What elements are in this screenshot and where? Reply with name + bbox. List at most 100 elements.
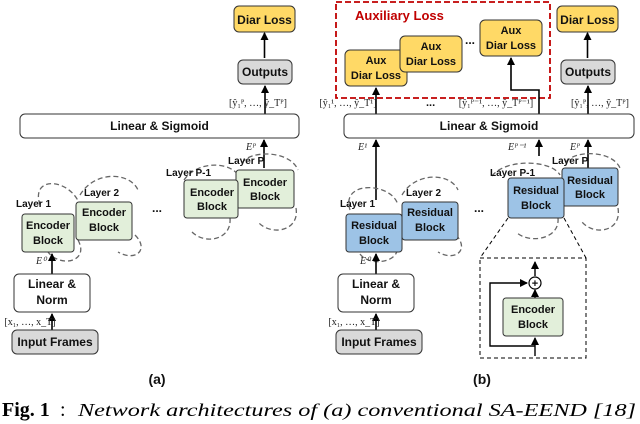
linear-sigmoid-box-b bbox=[343, 113, 635, 139]
panel-a: Diar Loss Outputs [ŷ₁ᴾ, …, ŷ_Tᴾ] Linear … bbox=[4, 5, 300, 387]
residual-block-2-line2: Block bbox=[415, 222, 446, 234]
residual-block-1 bbox=[345, 213, 403, 253]
loop-layer-1 bbox=[37, 183, 82, 262]
aux-3-line1: Aux bbox=[501, 25, 523, 37]
diar-loss-label-b: Diar Loss bbox=[560, 13, 615, 27]
residual-block-p-line1: Residual bbox=[567, 175, 613, 187]
residual-block-p1 bbox=[507, 177, 565, 219]
aux-2-line2: Diar Loss bbox=[406, 56, 456, 68]
layer-1-label-b: Layer 1 bbox=[340, 199, 375, 210]
input-frames-box bbox=[11, 329, 99, 355]
layer-1-label: Layer 1 bbox=[16, 199, 51, 210]
encoder-block-p1-line2: Block bbox=[197, 201, 228, 213]
layer-p1-label: Layer P-1 bbox=[166, 168, 211, 179]
loop-b-layer-p1 bbox=[491, 162, 561, 240]
encoder-block-2-line2: Block bbox=[89, 222, 120, 234]
aux-dots: ... bbox=[465, 33, 475, 47]
out-dots: ... bbox=[426, 97, 435, 109]
input-frames-label: Input Frames bbox=[17, 335, 93, 349]
linear-norm-line1-b: Linear & bbox=[352, 277, 400, 291]
zoom-line-right bbox=[563, 217, 587, 259]
aux-diar-loss-box-3 bbox=[479, 19, 543, 57]
linear-norm-box bbox=[13, 273, 91, 313]
linear-norm-line2: Norm bbox=[36, 293, 67, 307]
loop-layer-p1 bbox=[183, 164, 239, 240]
loop-layer-2 bbox=[79, 175, 142, 257]
encoder-block-p-line1: Encoder bbox=[243, 177, 288, 189]
ep1-label: Eᴾ⁻¹ bbox=[507, 142, 526, 153]
aux-3-line2: Diar Loss bbox=[486, 40, 536, 52]
encoder-block-2 bbox=[75, 201, 133, 241]
loop-b-layer-1 bbox=[348, 187, 399, 263]
residual-block-2-line1: Residual bbox=[407, 207, 453, 219]
caption-colon: : bbox=[60, 399, 66, 421]
residual-block-p-line2: Block bbox=[575, 189, 606, 201]
loop-b-layer-2 bbox=[401, 176, 463, 257]
detail-encoder-line2: Block bbox=[518, 319, 549, 331]
layer-2-label: Layer 2 bbox=[84, 188, 119, 199]
caption-fig: Fig. 1 bbox=[2, 399, 50, 421]
loop-b-layer-p bbox=[565, 152, 621, 231]
plus-sign: + bbox=[532, 278, 538, 290]
linear-norm-line1: Linear & bbox=[28, 277, 76, 291]
aux-title: Auxiliary Loss bbox=[355, 8, 444, 23]
out-vars-p: [ŷ₁ᴾ, …, ŷ_Tᴾ] bbox=[571, 98, 629, 109]
layer-p-label-b: Layer P bbox=[552, 156, 588, 167]
zoom-line-left bbox=[479, 217, 509, 259]
encoder-block-1-line2: Block bbox=[33, 235, 64, 247]
linear-sigmoid-label-b: Linear & Sigmoid bbox=[440, 119, 539, 133]
ep-label-b: Eᴾ bbox=[569, 142, 580, 153]
dots-a: ... bbox=[152, 201, 162, 215]
out-vars-1: [ŷ₁¹, …, ŷ_T¹] bbox=[319, 98, 376, 109]
linear-sigmoid-box bbox=[19, 113, 300, 139]
encoder-block-p1 bbox=[183, 179, 239, 219]
layer-p-label: Layer P bbox=[228, 156, 264, 167]
aux-1-line1: Aux bbox=[366, 55, 388, 67]
encoder-block-1 bbox=[21, 213, 75, 253]
linear-sigmoid-label: Linear & Sigmoid bbox=[110, 119, 209, 133]
aux-2-line1: Aux bbox=[421, 41, 443, 53]
linear-norm-box-b bbox=[337, 273, 415, 313]
residual-detail-box bbox=[479, 257, 587, 359]
outputs-box bbox=[237, 59, 293, 85]
output-vars: [ŷ₁ᴾ, …, ŷ_Tᴾ] bbox=[229, 98, 287, 109]
arrow-aux-3 bbox=[507, 57, 540, 114]
panel-b: Auxiliary Loss Aux Diar Loss Aux Diar Lo… bbox=[319, 1, 635, 387]
encoder-block-1-line1: Encoder bbox=[26, 220, 71, 232]
input-frames-label-b: Input Frames bbox=[341, 335, 417, 349]
caption: Fig. 1 : Network architectures of (a) co… bbox=[2, 399, 636, 421]
aux-1-line2: Diar Loss bbox=[351, 70, 401, 82]
layer-2-label-b: Layer 2 bbox=[406, 188, 441, 199]
e0-label: E⁰ bbox=[35, 256, 48, 267]
e0-label-b: E⁰ bbox=[359, 256, 372, 267]
dots-b: ... bbox=[474, 201, 484, 215]
residual-block-p1-line1: Residual bbox=[513, 185, 559, 197]
caption-text: Network architectures of (a) conventiona… bbox=[77, 400, 636, 421]
ep-label: Eᴾ bbox=[245, 142, 256, 153]
input-vars-b: [x₁, …, x_T] bbox=[328, 317, 379, 328]
loop-layer-p bbox=[241, 153, 299, 231]
outputs-label: Outputs bbox=[242, 65, 288, 79]
out-vars-p1: [ŷ₁ᴾ⁻¹, …, ŷ_Tᴾ⁻¹] bbox=[459, 98, 533, 109]
input-vars: [x₁, …, x_T] bbox=[4, 317, 55, 328]
encoder-block-p1-line1: Encoder bbox=[190, 187, 235, 199]
residual-block-1-line1: Residual bbox=[351, 220, 397, 232]
diar-loss-label: Diar Loss bbox=[237, 13, 292, 27]
outputs-box-b bbox=[560, 59, 616, 85]
encoder-block-2-line1: Encoder bbox=[82, 207, 127, 219]
linear-norm-line2-b: Norm bbox=[360, 293, 391, 307]
panel-a-label: (a) bbox=[148, 371, 165, 387]
aux-loss-region bbox=[335, 1, 551, 99]
detail-skip-connection bbox=[489, 279, 535, 347]
detail-encoder-line1: Encoder bbox=[511, 304, 556, 316]
encoder-block-p-line2: Block bbox=[250, 191, 281, 203]
residual-block-p1-line2: Block bbox=[521, 200, 552, 212]
e1-label: E¹ bbox=[357, 142, 367, 153]
residual-block-1-line2: Block bbox=[359, 235, 390, 247]
detail-encoder-block bbox=[502, 297, 564, 337]
aux-diar-loss-box-2 bbox=[399, 35, 463, 73]
panel-b-label: (b) bbox=[473, 371, 491, 387]
outputs-label-b: Outputs bbox=[565, 65, 611, 79]
input-frames-box-b bbox=[335, 329, 423, 355]
